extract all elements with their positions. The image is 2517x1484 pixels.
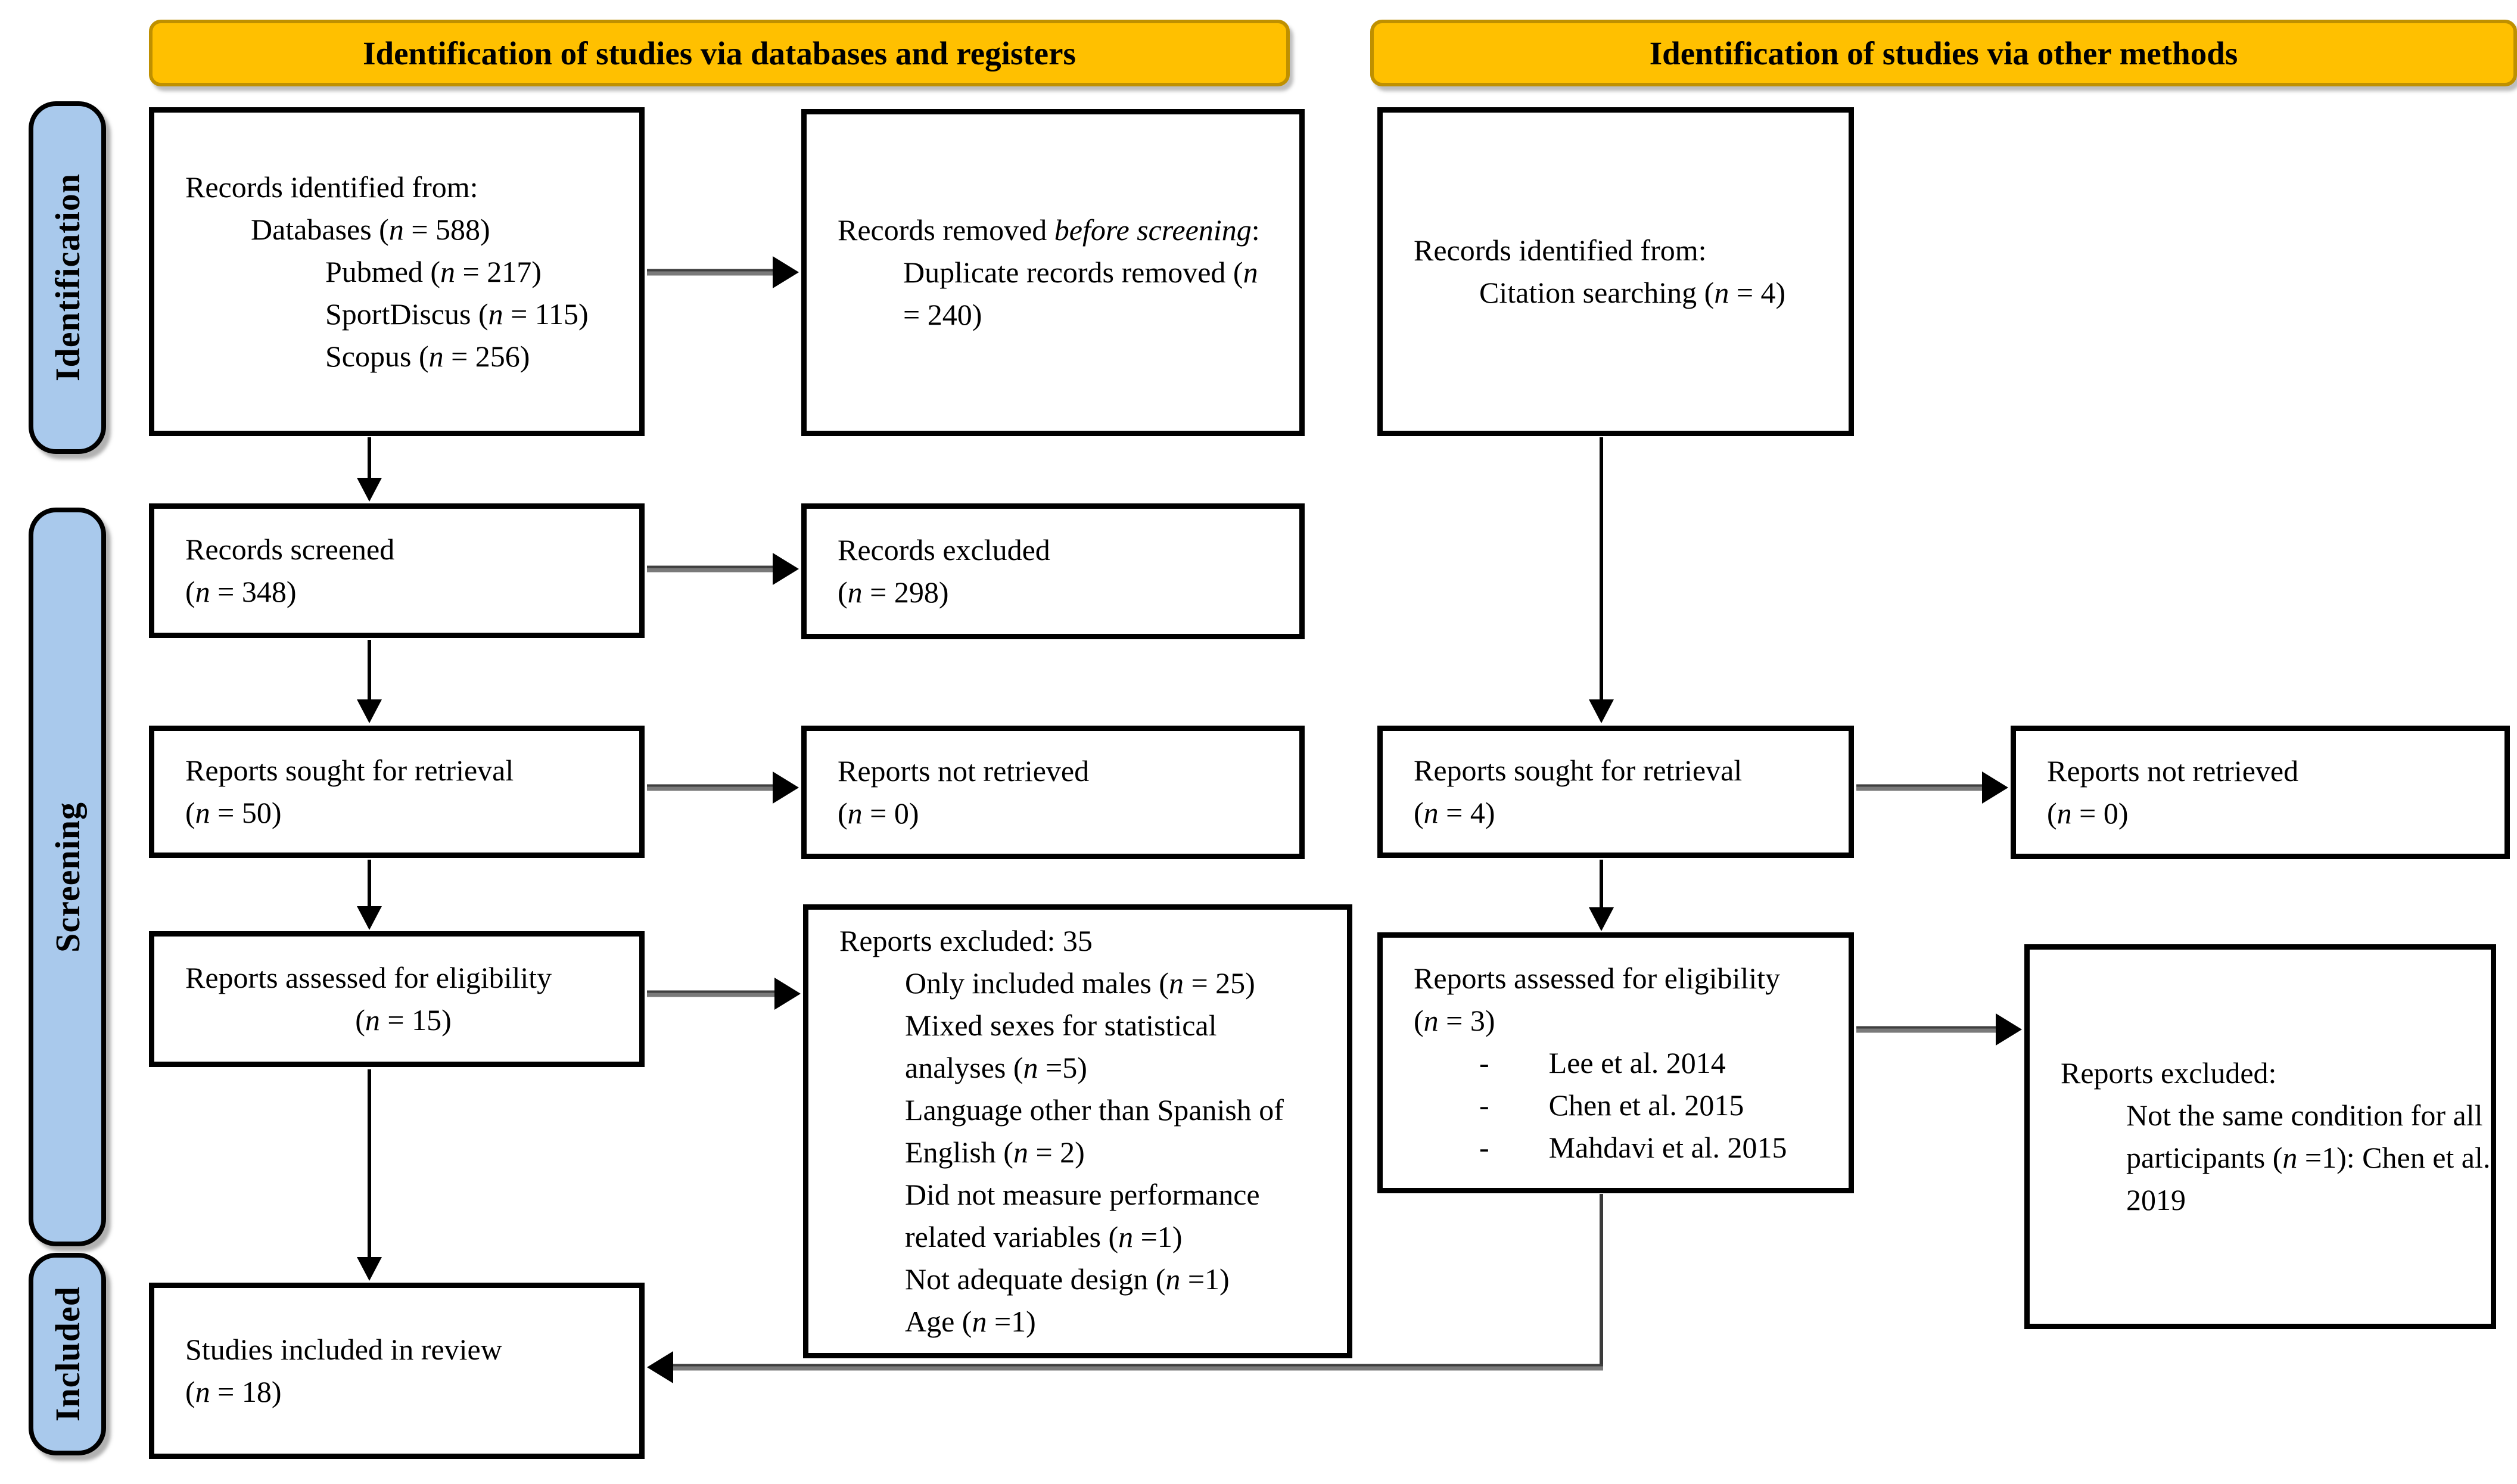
box-line: Only included males (n = 25) bbox=[905, 966, 1255, 1000]
box-records-excluded: Records excluded (n = 298) bbox=[801, 503, 1305, 639]
box-line: related variables (n =1) bbox=[905, 1220, 1183, 1253]
box-records-identified-citation: Records identified from: Citation searchi… bbox=[1377, 107, 1854, 436]
arrow-screened-to-sought bbox=[356, 640, 382, 723]
stage-screening: Screening bbox=[29, 508, 106, 1246]
stage-identification-label: Identification bbox=[48, 173, 87, 382]
box-line: - Chen et al. 2015 bbox=[1479, 1088, 1744, 1122]
arrow-assessed-to-included bbox=[356, 1069, 382, 1281]
box-line: Duplicate records removed (n bbox=[903, 256, 1258, 289]
box-line: Language other than Spanish of bbox=[905, 1093, 1284, 1127]
arrow-identified-to-removed bbox=[647, 254, 799, 290]
box-line: - Lee et al. 2014 bbox=[1479, 1046, 1726, 1079]
banner-databases-registers: Identification of studies via databases … bbox=[149, 20, 1290, 86]
box-line: (n = 0) bbox=[2047, 797, 2129, 830]
box-line: Reports excluded: bbox=[2061, 1056, 2277, 1090]
box-line: analyses (n =5) bbox=[905, 1051, 1087, 1084]
box-line: Mixed sexes for statistical bbox=[905, 1009, 1217, 1042]
box-line: Reports sought for retrieval bbox=[185, 754, 514, 787]
box-line: SportDiscus (n = 115) bbox=[325, 297, 589, 331]
box-line: Not adequate design (n =1) bbox=[905, 1262, 1230, 1296]
box-line: Scopus (n = 256) bbox=[325, 339, 530, 373]
box-reports-not-retrieved-databases: Reports not retrieved (n = 0) bbox=[801, 726, 1305, 859]
box-line: Studies included in review bbox=[185, 1333, 502, 1366]
box-line: (n = 348) bbox=[185, 575, 297, 608]
box-line: (n = 18) bbox=[185, 1375, 282, 1408]
box-line: Records identified from: bbox=[185, 170, 478, 204]
arrow-sought-to-not-retrieved bbox=[647, 770, 799, 805]
box-reports-assessed-other: Reports assessed for eligibility (n = 3) -… bbox=[1377, 932, 1854, 1193]
stage-included-label: Included bbox=[48, 1286, 87, 1422]
box-line: Reports sought for retrieval bbox=[1414, 754, 1743, 787]
box-line: Reports excluded: 35 bbox=[839, 924, 1093, 957]
box-studies-included: Studies included in review (n = 18) bbox=[149, 1283, 645, 1459]
box-line: Age (n =1) bbox=[905, 1305, 1036, 1338]
box-reports-sought-databases: Reports sought for retrieval (n = 50) bbox=[149, 726, 645, 858]
box-reports-not-retrieved-other: Reports not retrieved (n = 0) bbox=[2011, 726, 2510, 859]
box-line: Pubmed (n = 217) bbox=[325, 254, 542, 288]
stage-identification: Identification bbox=[29, 101, 106, 454]
box-reports-sought-other: Reports sought for retrieval (n = 4) bbox=[1377, 726, 1854, 858]
box-line: Databases (n = 588) bbox=[251, 212, 490, 246]
box-line: (n = 298) bbox=[838, 575, 949, 609]
arrow-assessed-to-excluded-reasons bbox=[647, 976, 801, 1012]
box-line: 2019 bbox=[2126, 1183, 2186, 1217]
box-line: (n = 50) bbox=[185, 796, 282, 829]
box-records-screened: Records screened (n = 348) bbox=[149, 503, 645, 638]
arrow-screened-to-excluded bbox=[647, 551, 799, 587]
box-line: Records removed before screening: bbox=[838, 213, 1260, 247]
banner-databases-label: Identification of studies via databases … bbox=[363, 35, 1076, 71]
arrow-citation-to-sought-other bbox=[1588, 437, 1614, 723]
box-line: Citation searching (n = 4) bbox=[1479, 276, 1786, 309]
stage-screening-label: Screening bbox=[48, 801, 87, 953]
box-records-identified-databases: Records identified from: Databases (n = 5… bbox=[149, 107, 645, 436]
box-line: Did not measure performance bbox=[905, 1178, 1260, 1211]
box-line: (n = 0) bbox=[838, 797, 919, 830]
box-line: participants (n =1): Chen et al. bbox=[2126, 1141, 2491, 1174]
banner-other-label: Identification of studies via other meth… bbox=[1649, 35, 2238, 71]
box-line: Records screened bbox=[185, 533, 395, 566]
line-assessed-other-down bbox=[1600, 1194, 1603, 1367]
arrow-sought-other-to-assessed bbox=[1588, 860, 1614, 931]
stage-included: Included bbox=[29, 1253, 106, 1455]
box-line: Records excluded bbox=[838, 533, 1050, 567]
box-records-removed-before-screening: Records removed before screening: Duplica… bbox=[801, 109, 1305, 436]
box-line: Records identified from: bbox=[1414, 234, 1707, 267]
box-line: (n = 3) bbox=[1414, 1003, 1495, 1037]
box-line: (n = 15) bbox=[355, 1003, 452, 1037]
banner-other-methods: Identification of studies via other meth… bbox=[1370, 20, 2517, 86]
box-line: Reports not retrieved bbox=[838, 754, 1090, 788]
box-line: = 240) bbox=[903, 298, 982, 331]
box-reports-excluded-reasons: Reports excluded: 35 Only included males … bbox=[803, 904, 1352, 1358]
arrow-assessed-other-to-excluded-other bbox=[1856, 1012, 2022, 1047]
box-reports-assessed-databases: Reports assessed for eligibility (n = 15) bbox=[149, 931, 645, 1067]
box-line: Reports assessed for eligibility bbox=[1414, 961, 1781, 995]
arrow-identified-to-screened bbox=[356, 437, 382, 502]
arrow-assessed-other-to-included bbox=[647, 1349, 1603, 1385]
arrow-sought-to-assessed bbox=[356, 860, 382, 930]
box-reports-excluded-other: Reports excluded: Not the same condition … bbox=[2024, 944, 2496, 1329]
box-line: English (n = 2) bbox=[905, 1135, 1085, 1169]
box-line: Reports assessed for eligibility bbox=[185, 961, 552, 994]
box-line: (n = 4) bbox=[1414, 796, 1495, 829]
arrow-sought-other-to-not-retrieved bbox=[1856, 770, 2008, 805]
box-line: Reports not retrieved bbox=[2047, 754, 2299, 788]
box-line: - Mahdavi et al. 2015 bbox=[1479, 1130, 1787, 1164]
box-line: Not the same condition for all bbox=[2126, 1099, 2483, 1132]
